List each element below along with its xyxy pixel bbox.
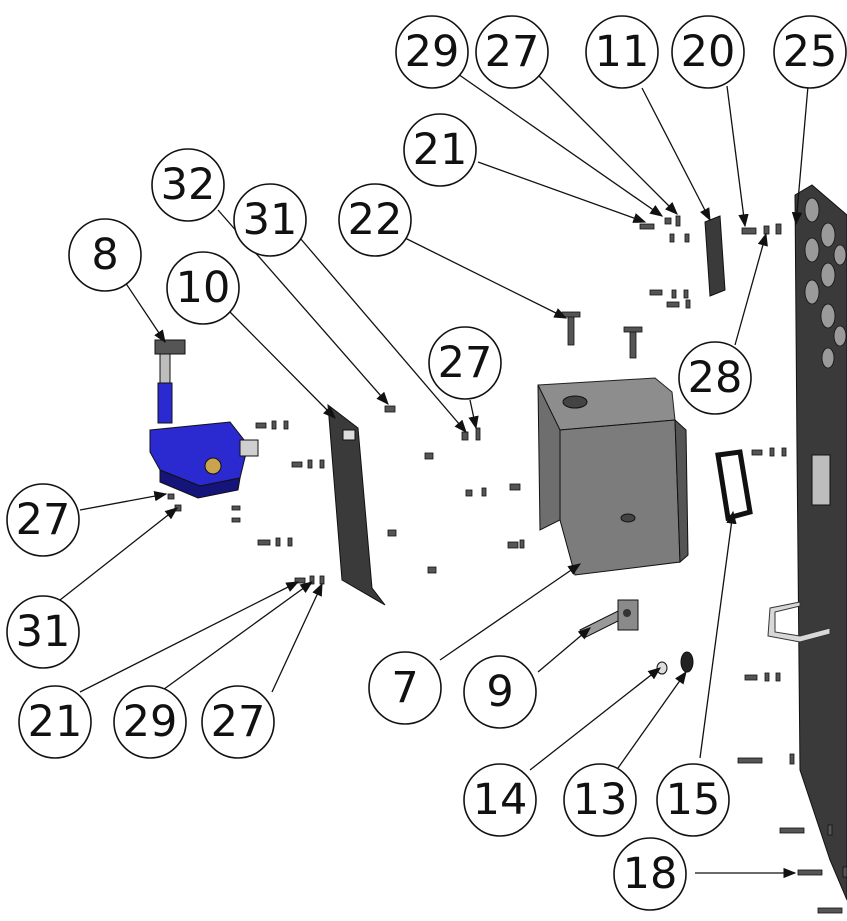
knob-part — [656, 651, 694, 675]
svg-text:8: 8 — [91, 230, 118, 280]
balloon-11: 11 — [585, 15, 659, 89]
balloon-27: 27 — [6, 483, 80, 557]
svg-text:14: 14 — [473, 775, 528, 825]
svg-text:29: 29 — [405, 27, 460, 77]
svg-text:31: 31 — [243, 195, 298, 245]
svg-text:27: 27 — [438, 338, 493, 388]
balloon-13: 13 — [563, 763, 637, 837]
balloon-9: 9 — [463, 655, 537, 729]
control-valve-part — [149, 339, 259, 499]
svg-text:7: 7 — [391, 663, 418, 713]
balloon-8: 8 — [68, 218, 142, 292]
svg-text:25: 25 — [783, 27, 838, 77]
balloon-29: 29 — [395, 15, 469, 89]
side-panel-part — [767, 184, 847, 901]
balloon-15: 15 — [656, 763, 730, 837]
svg-text:10: 10 — [176, 263, 231, 313]
svg-text:11: 11 — [595, 27, 650, 77]
balloon-20: 20 — [671, 15, 745, 89]
cover-plate-part — [704, 215, 726, 297]
svg-text:18: 18 — [623, 849, 678, 899]
balloon-22: 22 — [338, 183, 412, 257]
svg-text:28: 28 — [688, 353, 743, 403]
svg-text:20: 20 — [681, 27, 736, 77]
balloon-32: 32 — [151, 148, 225, 222]
balloon-25: 25 — [773, 15, 847, 89]
gasket-part — [715, 449, 753, 522]
svg-text:21: 21 — [413, 125, 468, 175]
svg-text:31: 31 — [16, 607, 71, 657]
svg-text:21: 21 — [28, 697, 83, 747]
svg-text:27: 27 — [211, 697, 266, 747]
balloon-21: 21 — [18, 685, 92, 759]
svg-text:9: 9 — [486, 667, 513, 717]
fastener-set — [167, 215, 847, 914]
balloon-14: 14 — [463, 763, 537, 837]
balloon-27: 27 — [201, 685, 275, 759]
leader-lines — [59, 71, 809, 879]
balloon-28: 28 — [678, 341, 752, 415]
balloon-31: 31 — [6, 595, 80, 669]
balloon-10: 10 — [166, 251, 240, 325]
balloon-29: 29 — [113, 685, 187, 759]
mounting-plate-part — [327, 403, 386, 606]
valve-fitting-part — [579, 599, 639, 639]
svg-text:27: 27 — [16, 495, 71, 545]
svg-text:22: 22 — [348, 195, 403, 245]
balloon-7: 7 — [368, 651, 442, 725]
svg-text:32: 32 — [161, 160, 216, 210]
balloon-31: 31 — [233, 183, 307, 257]
svg-text:15: 15 — [666, 775, 721, 825]
balloon-18: 18 — [613, 837, 687, 911]
housing-box-part — [537, 377, 689, 576]
svg-text:27: 27 — [485, 27, 540, 77]
balloon-21: 21 — [403, 113, 477, 187]
balloon-27: 27 — [428, 326, 502, 400]
svg-text:13: 13 — [573, 775, 628, 825]
balloon-27: 27 — [475, 15, 549, 89]
svg-text:29: 29 — [123, 697, 178, 747]
